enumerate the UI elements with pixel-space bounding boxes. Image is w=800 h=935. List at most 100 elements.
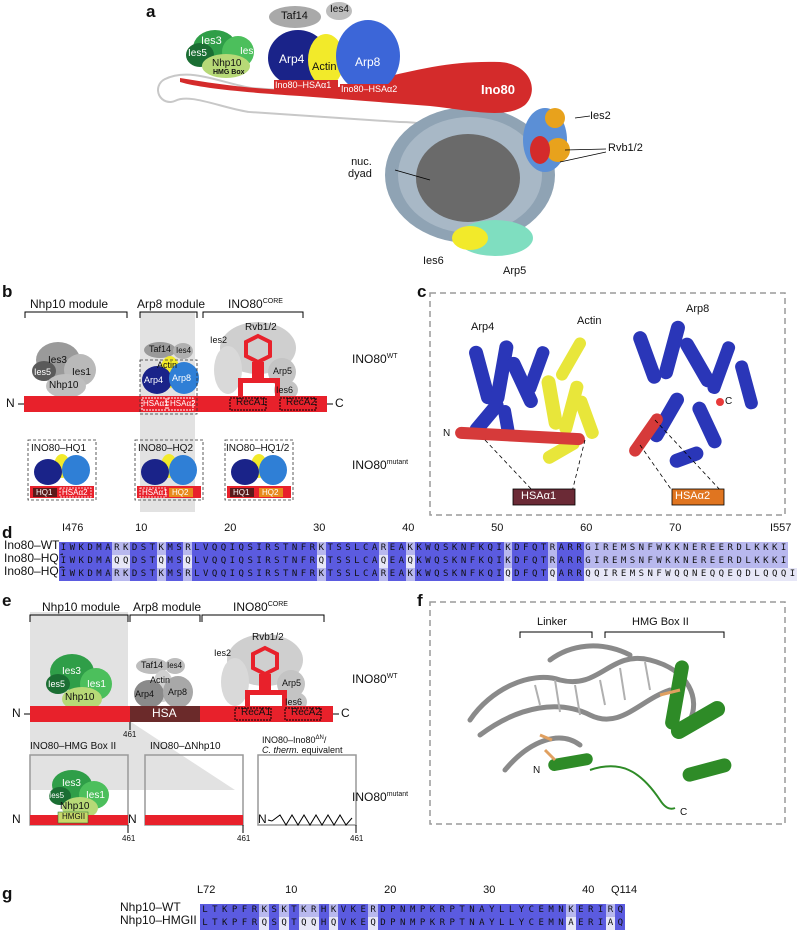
- alignment-tick: 40: [582, 884, 595, 896]
- residue: I: [227, 568, 237, 581]
- residue: S: [441, 568, 451, 581]
- residue: V: [201, 555, 211, 568]
- residue: L: [352, 568, 362, 581]
- label-rvb-b: Rvb1/2: [245, 322, 277, 333]
- label-n-c: N: [443, 428, 451, 439]
- residue: D: [512, 542, 522, 555]
- histone-core: [416, 134, 520, 222]
- label-hmgii-e: HMGII: [62, 812, 86, 821]
- alignment-row-name: Ino80–WT: [4, 538, 60, 552]
- label-actin-c: Actin: [577, 315, 602, 327]
- residue: N: [556, 917, 566, 930]
- residue: M: [407, 904, 418, 917]
- start-label-d: I476: [62, 522, 84, 534]
- alignment-row-name: Nhp10–WT: [120, 900, 181, 914]
- residue: K: [450, 568, 460, 581]
- residue: K: [156, 542, 166, 555]
- title-hq2-b: INO80–HQ2: [138, 443, 194, 454]
- residue: F: [645, 555, 655, 568]
- alignment-tick: 10: [135, 522, 148, 534]
- residue: T: [147, 542, 157, 555]
- residue: Q: [405, 555, 415, 568]
- residue: Q: [485, 555, 495, 568]
- residue: K: [752, 542, 762, 555]
- residue: T: [325, 568, 335, 581]
- residue: W: [67, 568, 77, 581]
- residue: R: [307, 568, 317, 581]
- residue: D: [130, 568, 140, 581]
- residue: K: [414, 555, 424, 568]
- label-ies4-a: Ies4: [330, 4, 349, 15]
- residue: M: [94, 542, 104, 555]
- residue: A: [103, 555, 113, 568]
- label-nhp10-b: Nhp10: [49, 380, 79, 391]
- label-hq2-m3: HQ2: [262, 488, 279, 497]
- label-actin-b: Actin: [157, 360, 178, 370]
- arp8-module-title-b: Arp8 module: [137, 297, 206, 311]
- label-ino80-wt-b: INO80WT: [352, 352, 398, 366]
- end-label-g: Q114: [611, 884, 638, 896]
- residue: S: [269, 904, 280, 917]
- residue: D: [734, 555, 744, 568]
- residue: F: [467, 568, 477, 581]
- residue: Q: [432, 568, 442, 581]
- residue: K: [298, 904, 309, 917]
- residue: E: [716, 542, 726, 555]
- title-hmg-box-ii-e: INO80–HMG Box II: [30, 741, 117, 752]
- residue: Q: [592, 568, 602, 581]
- label-n-f: N: [533, 765, 541, 776]
- residue: D: [512, 568, 522, 581]
- alignment-tick: 20: [384, 884, 397, 896]
- label-reca1-e: RecA1: [241, 707, 272, 718]
- residue: F: [239, 904, 250, 917]
- nhp10-module-title-e: Nhp10 module: [42, 600, 121, 614]
- residue: F: [299, 542, 308, 555]
- residue: K: [279, 904, 290, 917]
- label-ino80-mutant-b: INO80mutant: [352, 458, 409, 472]
- residue: Q: [708, 568, 717, 581]
- residue: Q: [379, 555, 388, 568]
- residue: F: [467, 542, 477, 555]
- residue: M: [165, 542, 175, 555]
- residue: Q: [432, 555, 442, 568]
- residue: E: [387, 542, 397, 555]
- residue: K: [348, 904, 359, 917]
- residue: Y: [516, 904, 527, 917]
- label-arp8-a: Arp8: [355, 55, 381, 69]
- residue: I: [595, 904, 606, 917]
- residue: K: [259, 904, 270, 917]
- residue: E: [358, 917, 369, 930]
- alignment-row-name: Ino80–HQ1: [4, 551, 66, 565]
- label-ino80-wt-e: INO80WT: [352, 672, 398, 686]
- residue: D: [743, 568, 753, 581]
- residue: A: [565, 917, 576, 930]
- residue: I: [592, 542, 602, 555]
- panel-label-d: d: [2, 523, 13, 542]
- residue: N: [290, 568, 300, 581]
- residue: N: [459, 568, 468, 581]
- residue: E: [690, 555, 700, 568]
- label-hsa2-b: HSAα2: [170, 399, 196, 408]
- residue: I: [592, 555, 602, 568]
- residue: L: [352, 542, 362, 555]
- residue: R: [183, 542, 193, 555]
- residue: C: [361, 568, 371, 581]
- residue: A: [103, 568, 113, 581]
- residue: R: [368, 904, 379, 917]
- end-label-d: I557: [770, 522, 792, 534]
- alignment-tick: 40: [402, 522, 415, 534]
- residue: E: [536, 917, 547, 930]
- residue: S: [269, 917, 280, 930]
- residue: Q: [156, 555, 166, 568]
- residue: Q: [298, 917, 309, 930]
- residue: T: [147, 555, 157, 568]
- label-arp8-c: Arp8: [686, 303, 710, 315]
- residue: N: [397, 904, 408, 917]
- residue: K: [328, 904, 339, 917]
- label-n-e: N: [12, 706, 21, 720]
- label-arp5-a: Arp5: [503, 265, 527, 277]
- residue: I: [779, 555, 789, 568]
- residue: A: [396, 542, 406, 555]
